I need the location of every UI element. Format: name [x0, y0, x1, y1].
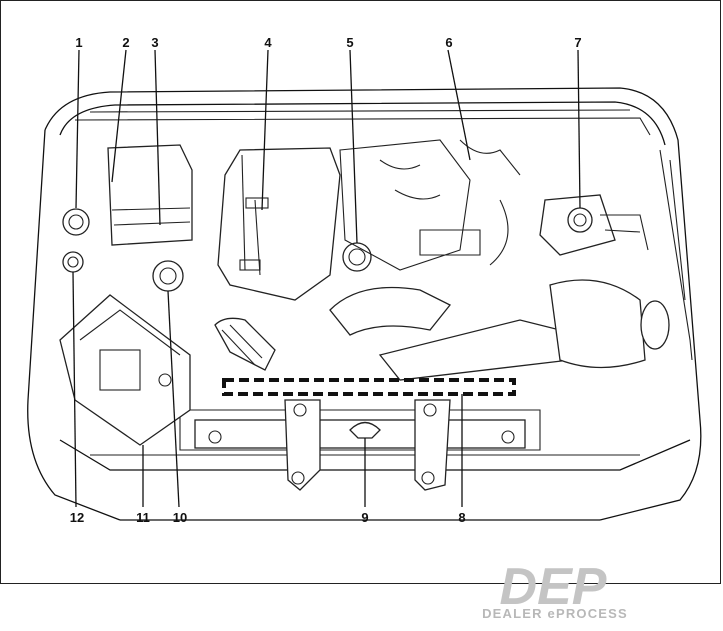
callout-1: 1 [75, 35, 82, 50]
callout-5: 5 [346, 35, 353, 50]
callout-2: 2 [122, 35, 129, 50]
washer-cap [63, 209, 89, 235]
callout-7: 7 [574, 35, 581, 50]
callout-4: 4 [264, 35, 272, 50]
callout-3: 3 [151, 35, 158, 50]
callout-labels: 1 2 3 4 5 6 7 8 9 10 11 12 [70, 35, 582, 525]
oil-filler-cap [343, 243, 371, 271]
callout-11: 11 [136, 510, 150, 525]
callout-9: 9 [361, 510, 368, 525]
air-duct [215, 318, 275, 370]
reservoir-cap-left [63, 252, 83, 272]
callout-6: 6 [445, 35, 452, 50]
intake-tube [330, 288, 570, 381]
callout-10: 10 [173, 510, 187, 525]
battery [60, 295, 190, 445]
reservoir-cap [153, 261, 183, 291]
logo-tagline: DEALER ePROCESS [470, 606, 640, 621]
callout-8: 8 [458, 510, 465, 525]
air-cleaner [218, 148, 340, 300]
callout-12: 12 [70, 510, 84, 525]
brake-fluid-reservoir [540, 195, 648, 255]
fuse-box [108, 145, 192, 245]
dashed-region [224, 380, 514, 394]
brake-booster [550, 280, 669, 368]
